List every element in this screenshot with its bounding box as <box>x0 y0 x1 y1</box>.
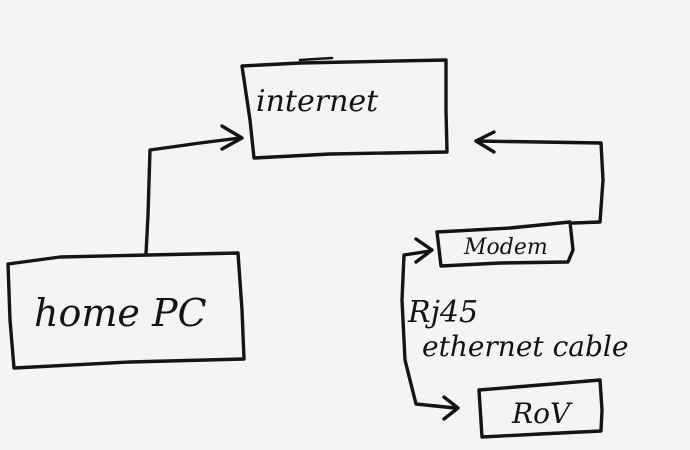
connector-modem-to-internet <box>474 130 605 225</box>
connector-rov-to-modem <box>400 237 460 421</box>
modem-node: Modem <box>435 220 575 268</box>
arrowhead-icon <box>220 124 244 151</box>
home-pc-box <box>6 251 246 370</box>
home-pc-label: home PC <box>34 291 207 335</box>
internet-box-top-mark <box>298 56 334 62</box>
modem-label: Modem <box>463 235 548 260</box>
internet-label: internet <box>256 84 379 119</box>
cable-label-line2: ethernet cable <box>422 330 628 363</box>
internet-node: internet <box>240 56 449 160</box>
arrowhead-icon <box>474 130 496 154</box>
cable-annotation: Rj45 ethernet cable <box>407 295 628 363</box>
cable-label-line1: Rj45 <box>407 295 478 330</box>
rov-node: RoV <box>477 378 604 439</box>
connector-line <box>474 139 605 225</box>
connector-homepc-to-internet <box>144 124 244 256</box>
modem-box <box>435 220 575 268</box>
arrowhead-icon <box>414 237 434 264</box>
arrowhead-icon <box>442 395 460 421</box>
connector-line <box>400 249 457 410</box>
rov-box <box>477 378 604 439</box>
connector-line <box>144 136 242 256</box>
internet-box <box>240 58 449 160</box>
rov-label: RoV <box>511 397 573 430</box>
home-pc-node: home PC <box>6 251 246 370</box>
